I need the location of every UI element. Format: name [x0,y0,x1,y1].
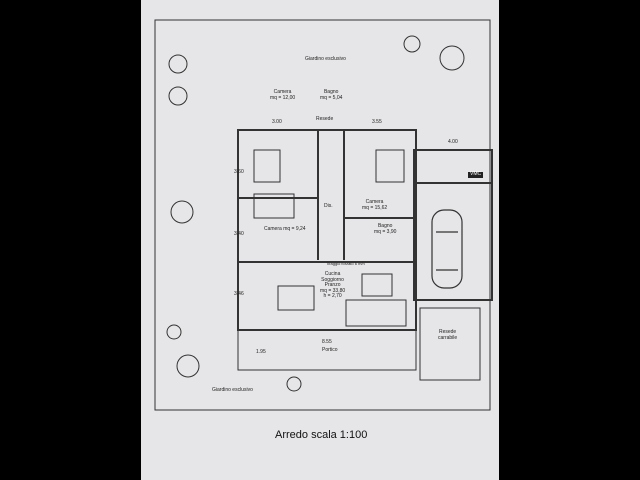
dim-3-46: 3.46 [234,291,244,297]
furniture [253,149,407,327]
resede-label: Resede [316,116,334,122]
garden-label-bottom: Giardino esclusivo [212,387,253,393]
room-dis: Dis. [324,203,333,209]
tree-icons [166,35,465,392]
dim-8-55: 8.55 [322,339,332,345]
dim-3-55: 3.55 [372,119,382,125]
dim-3-40: 3.40 [234,231,244,237]
dim-3-60: 3.60 [234,169,244,175]
floor-plan-sheet [141,0,499,480]
portico [237,329,417,371]
car-icon [431,209,463,289]
room-camera3: Camera mq = 9,24 [264,226,306,232]
garden-label-top: Giardino esclusivo [305,56,346,62]
dim-4-00: 4.00 [448,139,458,145]
dim-1-95: 1.95 [256,349,266,355]
portico-label: Portico [322,347,338,353]
property-boundary [154,19,491,411]
tiraggio-label: Tiraggio forzato 6 m/h [326,261,365,266]
dim-3-00: 3.00 [272,119,282,125]
vmc-unit: VMC [468,171,484,178]
garage-walls [413,149,493,381]
scale-caption: Arredo scala 1:100 [275,429,368,441]
